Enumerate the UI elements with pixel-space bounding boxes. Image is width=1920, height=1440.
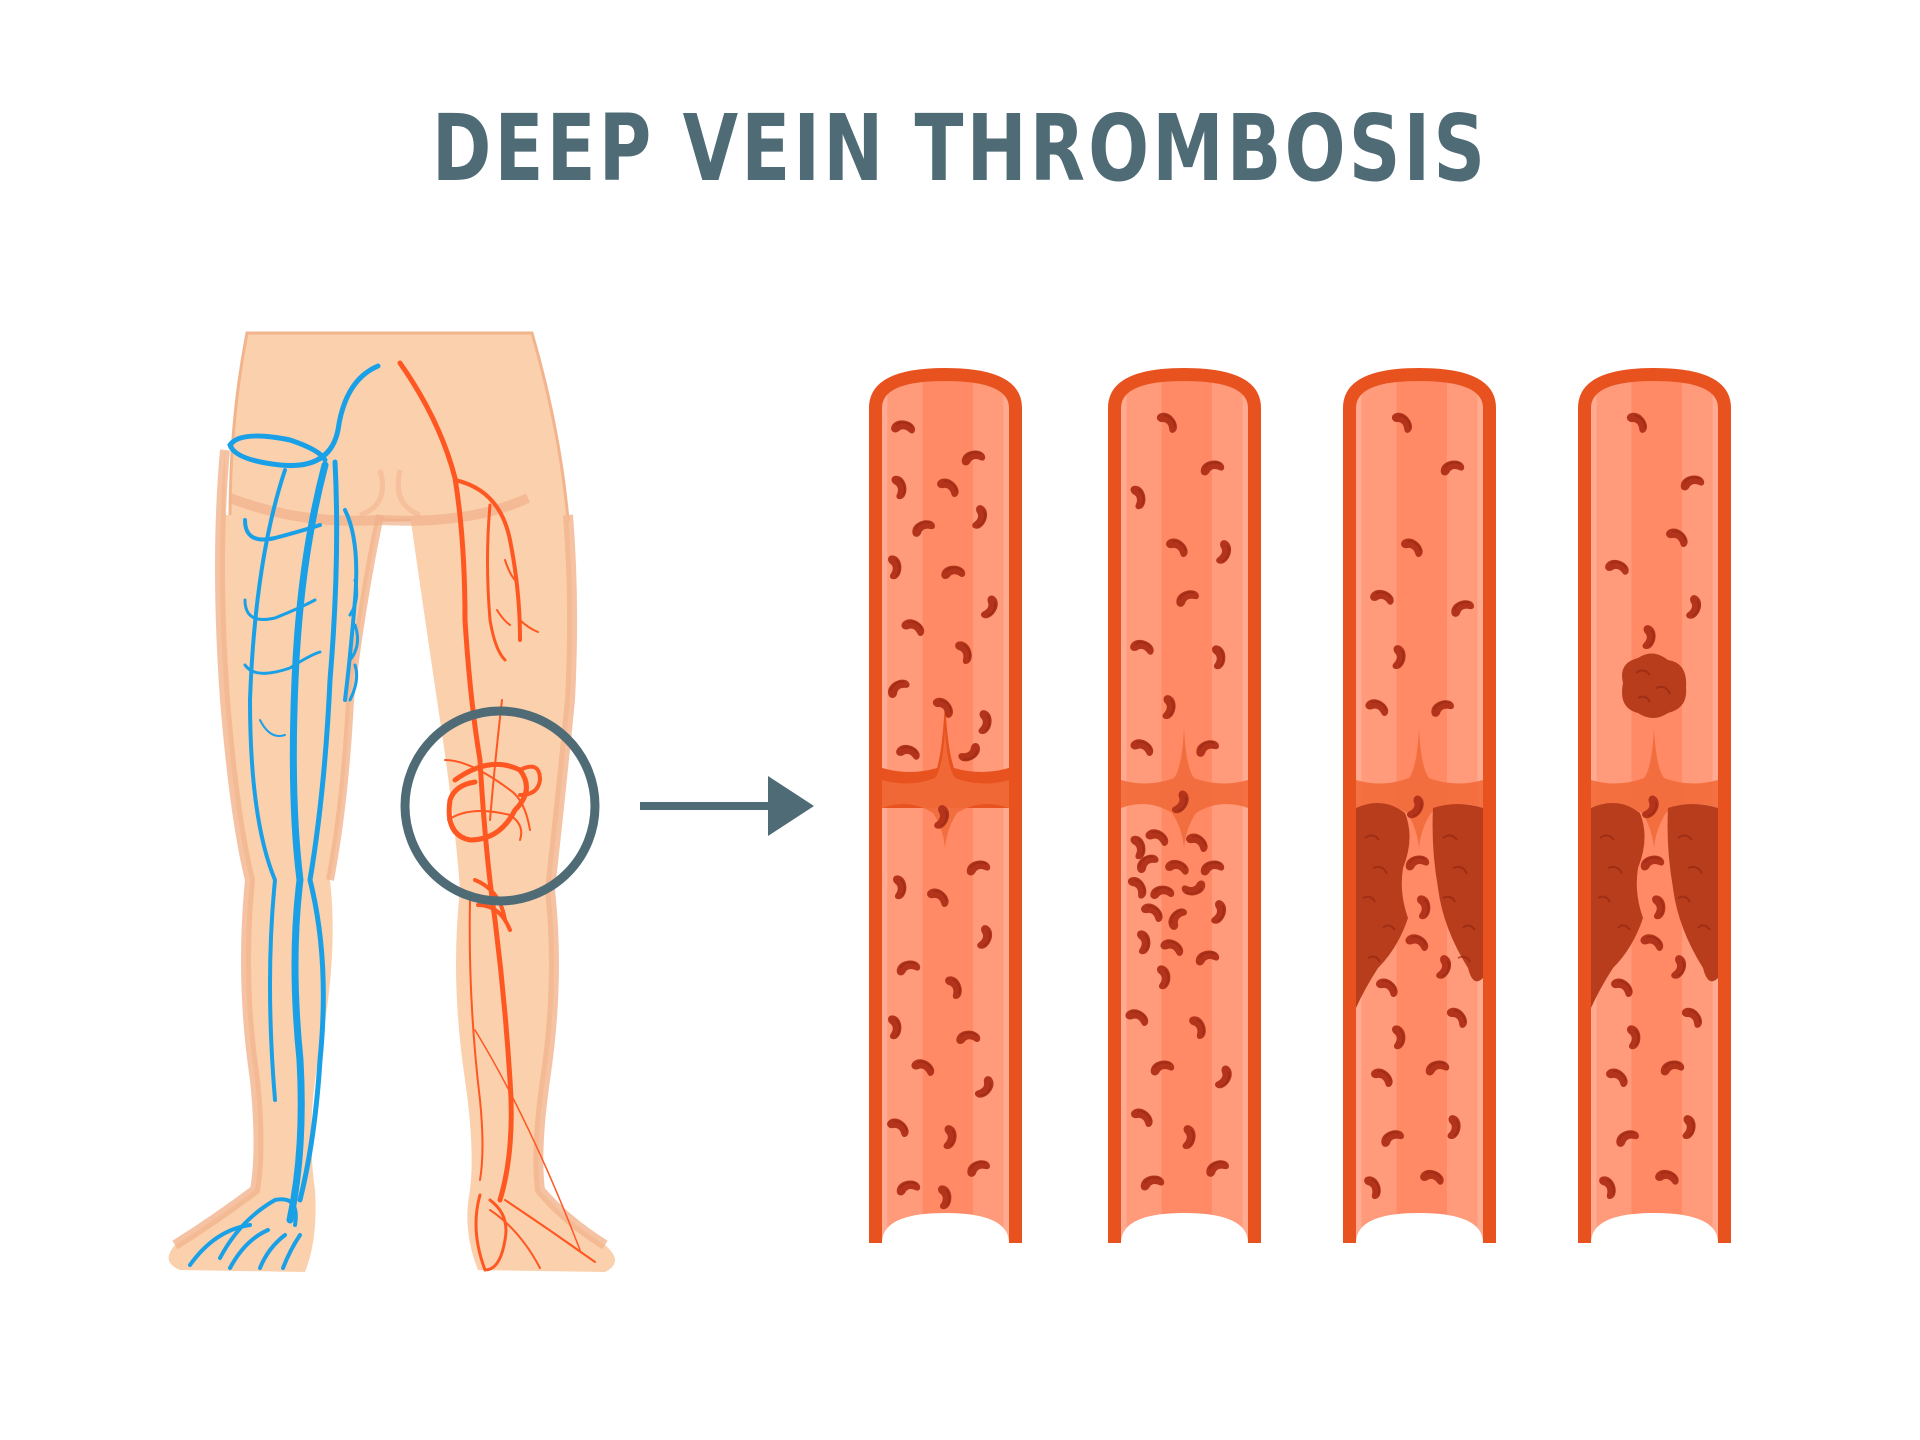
embolus: [1622, 653, 1687, 718]
vessel-stage-2: [1108, 368, 1261, 1243]
vessel-stage-3: [1343, 368, 1496, 1243]
legs-figure: [168, 331, 615, 1272]
arrow-icon: [640, 776, 814, 836]
veins-left-leg: [188, 363, 381, 1270]
vessel-stage-1: [869, 368, 1022, 1243]
arteries-right-leg: [397, 360, 596, 1272]
magnifier-circle: [400, 706, 600, 906]
page-title: DEEP VEIN THROMBOSIS: [431, 95, 1489, 202]
vessel-stage-4: [1578, 368, 1731, 1243]
